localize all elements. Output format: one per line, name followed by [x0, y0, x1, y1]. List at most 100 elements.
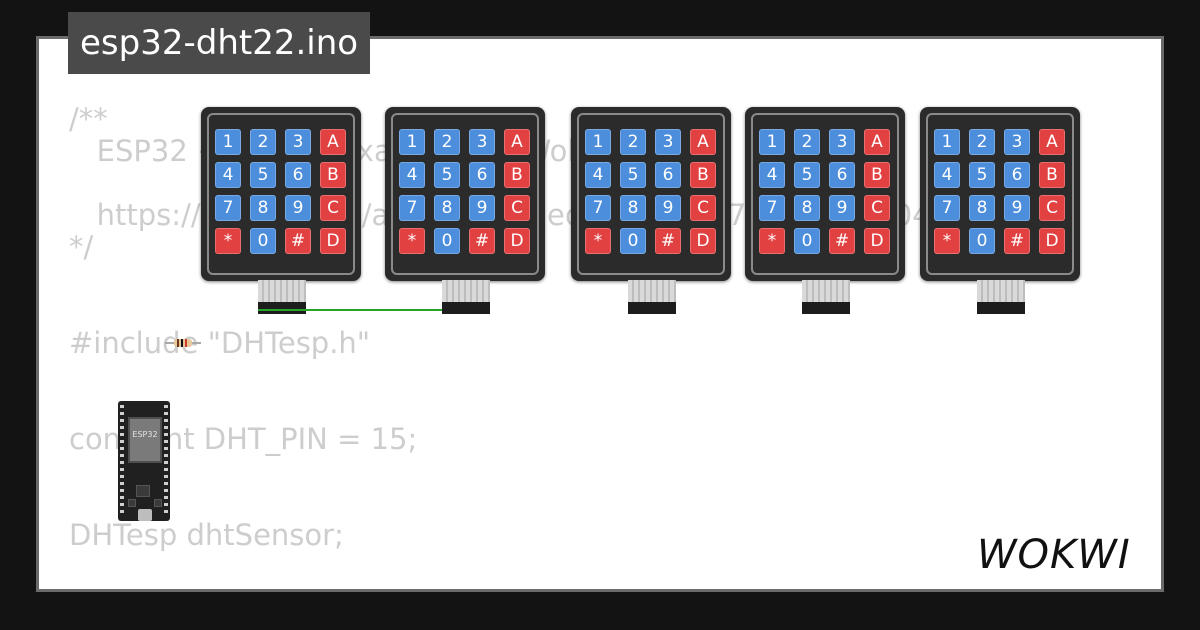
key-6[interactable]: 6 — [829, 162, 855, 188]
key-3[interactable]: 3 — [285, 129, 311, 155]
key-3[interactable]: 3 — [829, 129, 855, 155]
key-d[interactable]: D — [504, 228, 530, 254]
connector-header — [802, 302, 850, 314]
keypad-4-connector[interactable] — [802, 280, 850, 314]
key-6[interactable]: 6 — [285, 162, 311, 188]
key-1[interactable]: 1 — [759, 129, 785, 155]
green-wire[interactable] — [258, 309, 442, 311]
esp32-left-pins — [120, 405, 124, 517]
key-b[interactable]: B — [320, 162, 346, 188]
key-4[interactable]: 4 — [215, 162, 241, 188]
key-8[interactable]: 8 — [434, 195, 460, 221]
key-2[interactable]: 2 — [794, 129, 820, 155]
key-3[interactable]: 3 — [1004, 129, 1030, 155]
key-c[interactable]: C — [1039, 195, 1065, 221]
key-0[interactable]: 0 — [794, 228, 820, 254]
key-7[interactable]: 7 — [399, 195, 425, 221]
key-5[interactable]: 5 — [794, 162, 820, 188]
key-c[interactable]: C — [690, 195, 716, 221]
key-7[interactable]: 7 — [585, 195, 611, 221]
key-8[interactable]: 8 — [969, 195, 995, 221]
key-6[interactable]: 6 — [1004, 162, 1030, 188]
key-9[interactable]: 9 — [829, 195, 855, 221]
key-4[interactable]: 4 — [399, 162, 425, 188]
key-9[interactable]: 9 — [1004, 195, 1030, 221]
key-a[interactable]: A — [1039, 129, 1065, 155]
key-7[interactable]: 7 — [759, 195, 785, 221]
key-b[interactable]: B — [504, 162, 530, 188]
key-9[interactable]: 9 — [469, 195, 495, 221]
key-6[interactable]: 6 — [655, 162, 681, 188]
key-a[interactable]: A — [504, 129, 530, 155]
key-a[interactable]: A — [864, 129, 890, 155]
resistor[interactable] — [165, 339, 201, 347]
key-7[interactable]: 7 — [215, 195, 241, 221]
key-6[interactable]: 6 — [469, 162, 495, 188]
key-a[interactable]: A — [320, 129, 346, 155]
esp32-board[interactable]: ESP32 — [118, 401, 170, 521]
key-d[interactable]: D — [1039, 228, 1065, 254]
esp32-chip: ESP32 — [128, 417, 162, 463]
key-0[interactable]: 0 — [620, 228, 646, 254]
key-c[interactable]: C — [320, 195, 346, 221]
key-3[interactable]: 3 — [469, 129, 495, 155]
key-9[interactable]: 9 — [285, 195, 311, 221]
key-2[interactable]: 2 — [250, 129, 276, 155]
key-a[interactable]: A — [690, 129, 716, 155]
key-b[interactable]: B — [864, 162, 890, 188]
key-star[interactable]: * — [215, 228, 241, 254]
key-star[interactable]: * — [934, 228, 960, 254]
key-3[interactable]: 3 — [655, 129, 681, 155]
key-b[interactable]: B — [690, 162, 716, 188]
key-c[interactable]: C — [864, 195, 890, 221]
key-0[interactable]: 0 — [250, 228, 276, 254]
key-5[interactable]: 5 — [250, 162, 276, 188]
key-0[interactable]: 0 — [969, 228, 995, 254]
keypad-3-connector[interactable] — [628, 280, 676, 314]
key-1[interactable]: 1 — [585, 129, 611, 155]
key-1[interactable]: 1 — [399, 129, 425, 155]
connector-pins — [802, 280, 850, 304]
key-5[interactable]: 5 — [620, 162, 646, 188]
key-4[interactable]: 4 — [585, 162, 611, 188]
key-8[interactable]: 8 — [620, 195, 646, 221]
key-star[interactable]: * — [585, 228, 611, 254]
keypad-1-connector[interactable] — [258, 280, 306, 314]
key-7[interactable]: 7 — [934, 195, 960, 221]
keypad-2-connector[interactable] — [442, 280, 490, 314]
key-hash[interactable]: # — [285, 228, 311, 254]
key-9[interactable]: 9 — [655, 195, 681, 221]
key-2[interactable]: 2 — [969, 129, 995, 155]
key-hash[interactable]: # — [829, 228, 855, 254]
key-5[interactable]: 5 — [969, 162, 995, 188]
key-star[interactable]: * — [759, 228, 785, 254]
key-d[interactable]: D — [320, 228, 346, 254]
key-4[interactable]: 4 — [759, 162, 785, 188]
key-d[interactable]: D — [864, 228, 890, 254]
key-0[interactable]: 0 — [434, 228, 460, 254]
key-d[interactable]: D — [690, 228, 716, 254]
keypad-frame — [577, 113, 725, 275]
key-8[interactable]: 8 — [250, 195, 276, 221]
key-hash[interactable]: # — [655, 228, 681, 254]
key-1[interactable]: 1 — [215, 129, 241, 155]
key-hash[interactable]: # — [1004, 228, 1030, 254]
key-c[interactable]: C — [504, 195, 530, 221]
connector-pins — [442, 280, 490, 304]
key-4[interactable]: 4 — [934, 162, 960, 188]
key-b[interactable]: B — [1039, 162, 1065, 188]
key-1[interactable]: 1 — [934, 129, 960, 155]
key-star[interactable]: * — [399, 228, 425, 254]
keypad-5-connector[interactable] — [977, 280, 1025, 314]
key-2[interactable]: 2 — [620, 129, 646, 155]
key-hash[interactable]: # — [469, 228, 495, 254]
key-5[interactable]: 5 — [434, 162, 460, 188]
key-8[interactable]: 8 — [794, 195, 820, 221]
key-2[interactable]: 2 — [434, 129, 460, 155]
